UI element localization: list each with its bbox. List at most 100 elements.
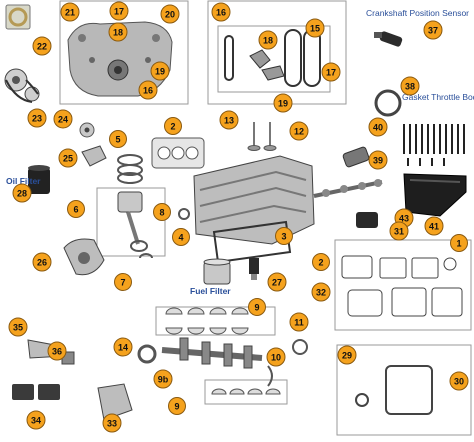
callout-number: 2 — [170, 121, 175, 131]
callout-circle — [32, 36, 52, 56]
callout-circle — [47, 341, 67, 361]
callout-c7: 7 — [114, 273, 132, 291]
pulley-icon — [79, 122, 95, 138]
callout-circle — [311, 282, 331, 302]
callout-circle — [160, 4, 180, 24]
callout-number: 9 — [254, 302, 259, 312]
callout-c25: 25 — [58, 148, 78, 168]
callout-circle — [67, 200, 85, 218]
callout-c22: 22 — [32, 36, 52, 56]
callout-number: 32 — [316, 287, 326, 297]
callout-c16a: 16 — [138, 80, 158, 100]
drain-plug-washer-icon — [355, 393, 369, 407]
callout-number: 10 — [271, 352, 281, 362]
callout-number: 35 — [13, 322, 23, 332]
callout-c13: 13 — [219, 110, 239, 130]
callout-c32: 32 — [311, 282, 331, 302]
callout-number: 28 — [17, 188, 27, 198]
callout-c35: 35 — [8, 317, 28, 337]
callout-circle — [449, 371, 469, 391]
callout-circle — [211, 2, 231, 22]
valve-cover-gasket-icon — [212, 220, 292, 264]
main-bearings-bottom-icon — [211, 388, 281, 395]
callout-circle — [113, 337, 133, 357]
callout-number: 21 — [65, 7, 75, 17]
callout-c40: 40 — [368, 117, 388, 137]
callout-circle — [400, 76, 420, 96]
callout-c27: 27 — [267, 272, 287, 292]
callout-number: 37 — [428, 25, 438, 35]
camshaft-icon — [313, 179, 383, 198]
throttle-gasket-icon — [374, 89, 402, 117]
callout-circle — [450, 234, 468, 252]
callout-circle — [12, 183, 32, 203]
callout-circle — [289, 121, 309, 141]
throttle-gasket-label: Gasket Throttle Body — [402, 92, 474, 102]
callout-circle — [138, 80, 158, 100]
callout-circle — [267, 272, 287, 292]
piston-rings-icon — [117, 154, 143, 184]
callout-circle — [368, 150, 388, 170]
valve-intake-icon — [247, 122, 261, 151]
rear-seal-icon — [292, 339, 308, 355]
callout-number: 43 — [399, 213, 409, 223]
callout-circle — [26, 410, 46, 430]
callout-c17a: 17 — [109, 1, 129, 21]
callout-c12: 12 — [289, 121, 309, 141]
head-gasket-icon — [151, 137, 205, 169]
oil-pressure-sensor-icon — [342, 146, 370, 168]
timing-gear-icon — [4, 68, 40, 103]
callout-circle — [337, 345, 357, 365]
callout-c2b: 2 — [312, 253, 330, 271]
crank-sensor-label: Crankshaft Position Sensor — [366, 8, 469, 18]
callout-c19a: 19 — [150, 61, 170, 81]
engine-mount-right-icon — [12, 384, 60, 400]
callout-c2a: 2 — [164, 117, 182, 135]
transmission-mount-icon — [97, 383, 133, 421]
callout-c41: 41 — [424, 216, 444, 236]
callout-circle — [109, 130, 127, 148]
callout-circle — [8, 317, 28, 337]
callout-number: 1 — [456, 238, 461, 248]
callout-number: 17 — [114, 6, 124, 16]
callout-c34: 34 — [26, 410, 46, 430]
crank-sensor-icon — [374, 31, 403, 47]
callout-circle — [53, 109, 73, 129]
callout-c37: 37 — [423, 20, 443, 40]
gasket-set-box — [334, 239, 472, 331]
callout-number: 4 — [178, 232, 183, 242]
callout-circle — [108, 22, 128, 42]
callout-c29: 29 — [337, 345, 357, 365]
callout-circle — [102, 413, 122, 433]
callout-c30: 30 — [449, 371, 469, 391]
fuel-filter-icon — [203, 258, 231, 285]
callout-c10: 10 — [266, 347, 286, 367]
callout-number: 41 — [429, 221, 439, 231]
oil-pump-icon — [63, 238, 105, 276]
callout-c18b: 18 — [258, 30, 278, 50]
callout-number: 30 — [454, 376, 464, 386]
timing-chain-icon — [224, 29, 321, 87]
callout-circle — [27, 108, 47, 128]
callout-circle — [164, 117, 182, 135]
callout-c36: 36 — [47, 341, 67, 361]
callout-c20: 20 — [160, 4, 180, 24]
callout-number: 7 — [120, 277, 125, 287]
callout-circle — [273, 93, 293, 113]
front-crank-seal-icon — [137, 344, 157, 364]
piston-box — [96, 187, 166, 257]
callout-c31: 31 — [389, 221, 409, 241]
callout-circle — [109, 1, 129, 21]
callout-number: 26 — [37, 257, 47, 267]
callout-number: 39 — [373, 155, 383, 165]
callout-number: 17 — [326, 67, 336, 77]
callout-number: 31 — [394, 226, 404, 236]
oil-pan-gasket-icon — [385, 365, 433, 415]
callout-number: 20 — [165, 9, 175, 19]
callout-c26: 26 — [32, 252, 52, 272]
callout-number: 8 — [159, 207, 164, 217]
callout-circle — [32, 252, 52, 272]
callout-circle — [321, 62, 341, 82]
bearing-box-bottom — [204, 379, 288, 405]
